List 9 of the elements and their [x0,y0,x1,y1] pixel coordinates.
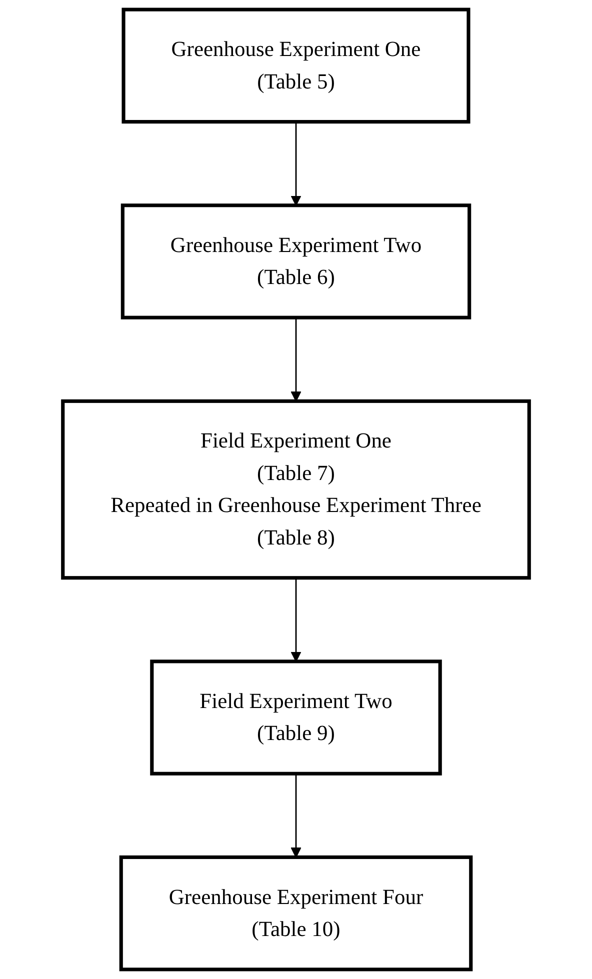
node-box: Greenhouse Experiment Two (Table 6) [120,204,472,320]
node-box: Greenhouse Experiment One (Table 5) [122,8,470,124]
arrow [290,578,302,662]
arrow [290,122,302,206]
node-box: Greenhouse Experiment Four (Table 10) [119,855,473,972]
node-box: Field Experiment Two (Table 9) [150,660,442,776]
arrow [290,774,302,858]
node-box: Field Experiment One (Table 7) Repeated in Greenhouse Experiment Three (Table 8) [61,399,531,580]
arrow [290,318,302,402]
